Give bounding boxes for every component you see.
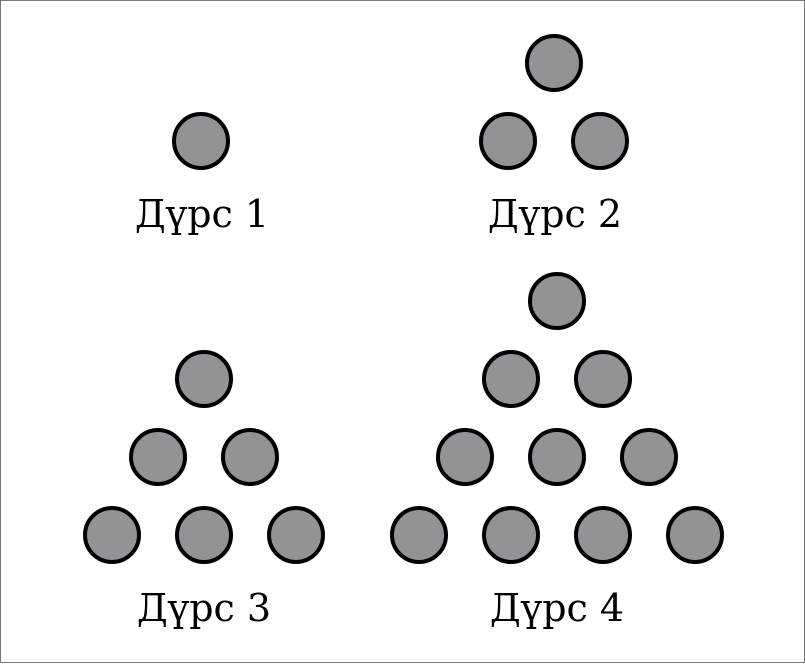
dot <box>221 428 279 486</box>
dot-triangle-3 <box>83 350 325 564</box>
figure-panel-3: Дүрс 3 <box>83 350 325 630</box>
dot <box>571 112 629 170</box>
figure-panel-2: Дүрс 2 <box>479 34 629 236</box>
dot <box>482 350 540 408</box>
figure-panel-4: Дүрс 4 <box>390 272 724 630</box>
dot <box>83 506 141 564</box>
figure-label-1: Дүрс 1 <box>135 192 269 236</box>
dot <box>436 428 494 486</box>
dot <box>482 506 540 564</box>
figure-label-4: Дүрс 4 <box>490 586 624 630</box>
figure-label-2: Дүрс 2 <box>488 192 622 236</box>
dot-triangle-4 <box>390 272 724 564</box>
dot <box>666 506 724 564</box>
dot <box>172 112 230 170</box>
dot-triangle-2 <box>479 34 629 170</box>
dot <box>479 112 537 170</box>
figure-label-3: Дүрс 3 <box>137 586 271 630</box>
dot <box>574 350 632 408</box>
dot-triangle-1 <box>172 112 230 170</box>
dot <box>390 506 448 564</box>
figure-panel-1: Дүрс 1 <box>135 112 269 236</box>
dot <box>525 34 583 92</box>
dot <box>175 350 233 408</box>
dot <box>528 272 586 330</box>
dot <box>620 428 678 486</box>
dot <box>267 506 325 564</box>
dot <box>528 428 586 486</box>
dot <box>129 428 187 486</box>
dot <box>175 506 233 564</box>
dot <box>574 506 632 564</box>
